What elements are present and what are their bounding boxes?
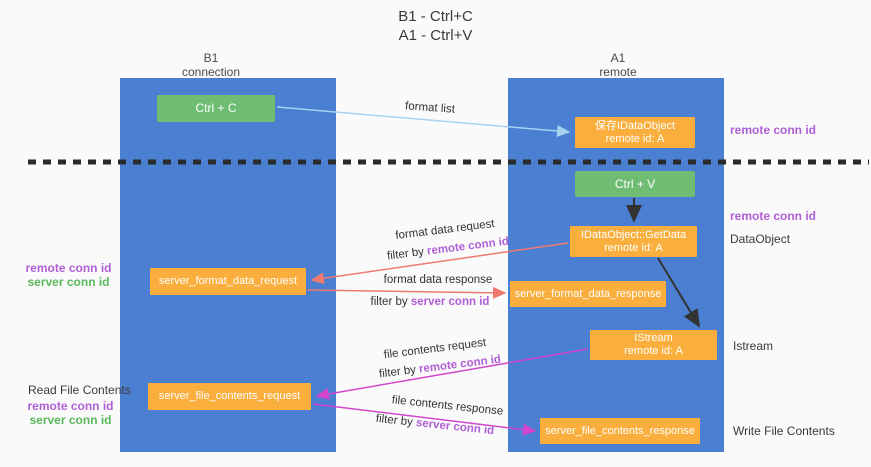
server-format-data-request-node: server_format_data_request <box>150 268 306 295</box>
istream-line1: IStream <box>634 332 673 344</box>
left-server-conn-id-1: server conn id <box>27 275 110 289</box>
filter-prefix-2: filter by <box>370 296 411 308</box>
istream-line2: remote id: A <box>624 345 683 357</box>
ctrl-c-label: Ctrl + C <box>195 101 237 115</box>
save-idataobject-node: 保存IDataObject remote id: A <box>575 117 695 148</box>
save-idataobject-line2: remote id: A <box>605 132 665 145</box>
filter-prefix-4: filter by <box>375 412 417 429</box>
server-format-data-response-node: server_format_data_response <box>510 281 666 307</box>
read-file-contents-label: Read File Contents <box>28 383 131 397</box>
dataobject-label: DataObject <box>730 232 791 246</box>
filter-key-1: remote conn id <box>426 235 510 258</box>
filter-key-2: server conn id <box>410 296 490 308</box>
left-conn-id-group-1: remote conn id server conn id <box>20 261 117 289</box>
idataobject-getdata-line1: IDataObject::GetData <box>580 228 687 241</box>
remote-conn-id-top-label: remote conn id <box>730 123 817 137</box>
ctrl-c-node: Ctrl + C <box>157 95 275 122</box>
write-file-contents-label: Write File Contents <box>733 424 835 438</box>
istream-node: IStream remote id: A <box>590 330 717 360</box>
title-line-2: A1 - Ctrl+V <box>398 27 473 44</box>
idataobject-getdata-node: IDataObject::GetData remote id: A <box>570 226 697 257</box>
server-file-contents-response-label: server_file_contents_response <box>545 424 695 437</box>
server-file-contents-request-node: server_file_contents_request <box>148 383 311 410</box>
right-column-header: A1 remote <box>558 51 678 79</box>
ctrl-v-node: Ctrl + V <box>575 171 695 197</box>
left-remote-conn-id-1: remote conn id <box>25 261 112 275</box>
filter-by-server-conn-id-label-1: filter by server conn id <box>370 296 490 308</box>
remote-conn-id-mid-label: remote conn id <box>730 209 817 223</box>
right-column-name: A1 <box>610 51 626 65</box>
left-remote-conn-id-2: remote conn id <box>27 399 114 413</box>
filter-prefix-3: filter by <box>378 363 420 381</box>
left-conn-id-group-2: remote conn id server conn id <box>22 399 119 427</box>
format-data-response-label: format data response <box>383 274 493 286</box>
right-column-role: remote <box>599 65 637 79</box>
filter-by-server-conn-id-label-2: filter by server conn id <box>375 413 496 437</box>
left-server-conn-id-2: server conn id <box>29 413 112 427</box>
istream-side-label: Istream <box>733 339 774 353</box>
left-column-header: B1 connection <box>151 51 271 79</box>
idataobject-getdata-line2: remote id: A <box>604 241 663 254</box>
file-contents-response-label: file contents response <box>391 394 504 418</box>
filter-key-4: server conn id <box>415 417 495 438</box>
title-line-1: B1 - Ctrl+C <box>398 8 473 25</box>
server-format-data-response-label: server_format_data_response <box>514 287 662 300</box>
save-idataobject-line1: 保存IDataObject <box>594 119 676 132</box>
left-column-name: B1 <box>203 51 219 65</box>
filter-prefix-1: filter by <box>386 245 428 263</box>
arrow-format-data-response <box>306 286 507 299</box>
diagram-title: B1 - Ctrl+C A1 - Ctrl+V <box>0 7 871 45</box>
left-column-role: connection <box>181 65 241 79</box>
server-file-contents-response-node: server_file_contents_response <box>540 418 700 444</box>
server-file-contents-request-label: server_file_contents_request <box>158 390 301 402</box>
server-format-data-request-label: server_format_data_request <box>158 275 298 287</box>
filter-key-3: remote conn id <box>418 353 502 376</box>
format-list-label: format list <box>404 100 456 116</box>
ctrl-v-label: Ctrl + V <box>614 176 656 191</box>
